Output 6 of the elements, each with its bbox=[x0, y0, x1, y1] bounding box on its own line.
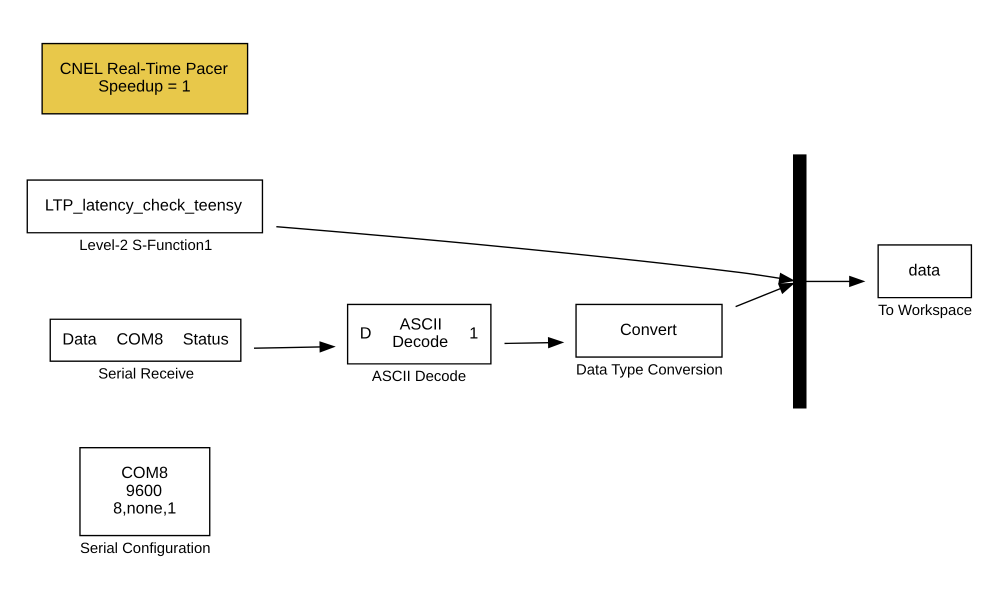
node-label: Level-2 S-Function1 bbox=[79, 238, 212, 254]
node-label: ASCII Decode bbox=[372, 368, 466, 385]
node-label: To Workspace bbox=[878, 302, 972, 318]
node-label: Serial Configuration bbox=[80, 540, 210, 556]
node-label: Data Type Conversion bbox=[576, 362, 723, 378]
node-label: Serial Receive bbox=[98, 366, 194, 382]
